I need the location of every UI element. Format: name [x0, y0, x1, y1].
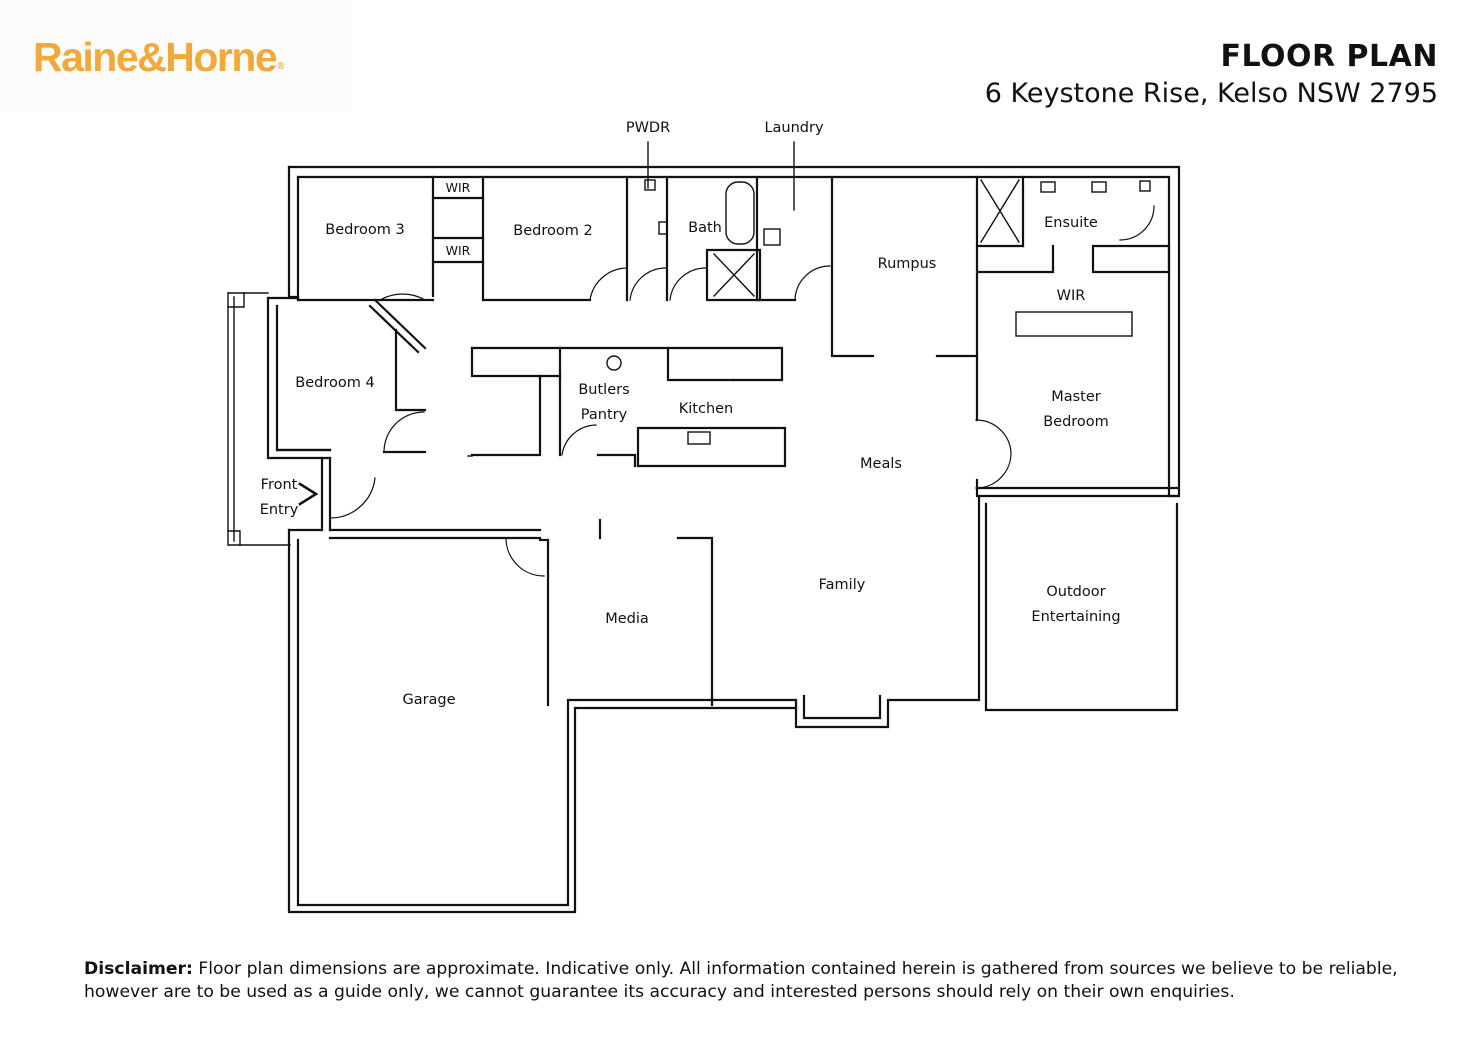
room-label-pwdr: PWDR: [626, 120, 670, 136]
disclaimer: Disclaimer: Floor plan dimensions are ap…: [84, 958, 1404, 1004]
disclaimer-text: Floor plan dimensions are approximate. I…: [84, 959, 1398, 1002]
room-label-wir-master: WIR: [1057, 288, 1086, 304]
room-label-bath: Bath: [688, 220, 722, 236]
porch: [227, 292, 291, 546]
room-label-wir-2: WIR: [446, 243, 471, 258]
room-label-bedroom-2: Bedroom 2: [513, 223, 592, 239]
fixtures: [467, 179, 1151, 457]
exterior-walls: [266, 165, 1181, 914]
room-label-pantry: Pantry: [581, 407, 628, 423]
room-label-front: Front: [261, 477, 298, 493]
room-label-media: Media: [605, 611, 649, 627]
title-block: FLOOR PLAN 6 Keystone Rise, Kelso NSW 27…: [985, 38, 1438, 112]
interior-walls: [275, 175, 1171, 707]
room-label-kitchen: Kitchen: [679, 401, 734, 417]
brand-logo: Raine&Horne®: [0, 0, 352, 112]
room-label-family: Family: [819, 577, 866, 593]
page-title: FLOOR PLAN: [1220, 39, 1438, 74]
room-label-outdoor: Outdoor: [1046, 584, 1105, 600]
doors: [329, 205, 1155, 577]
room-label-rumpus: Rumpus: [878, 256, 937, 272]
room-label-garage: Garage: [402, 692, 455, 708]
room-label-ensuite: Ensuite: [1044, 215, 1098, 231]
room-label-entertaining: Entertaining: [1031, 609, 1120, 625]
room-label-entry: Entry: [260, 502, 299, 518]
brand-wordmark: Raine&Horne®: [33, 34, 285, 80]
entry-arrow-icon: [298, 482, 319, 506]
property-address: 6 Keystone Rise, Kelso NSW 2795: [984, 78, 1438, 109]
room-label-laundry: Laundry: [764, 120, 824, 136]
disclaimer-label: Disclaimer:: [84, 959, 193, 979]
room-label-butlers: Butlers: [578, 382, 629, 398]
room-label-meals: Meals: [860, 456, 902, 472]
room-label-bedroom-4: Bedroom 4: [295, 375, 374, 391]
room-label-wir-1: WIR: [446, 180, 471, 195]
room-label-master: Master: [1051, 389, 1101, 405]
room-label-master-bedroom: Bedroom: [1043, 414, 1109, 430]
room-label-bedroom-3: Bedroom 3: [325, 222, 404, 238]
